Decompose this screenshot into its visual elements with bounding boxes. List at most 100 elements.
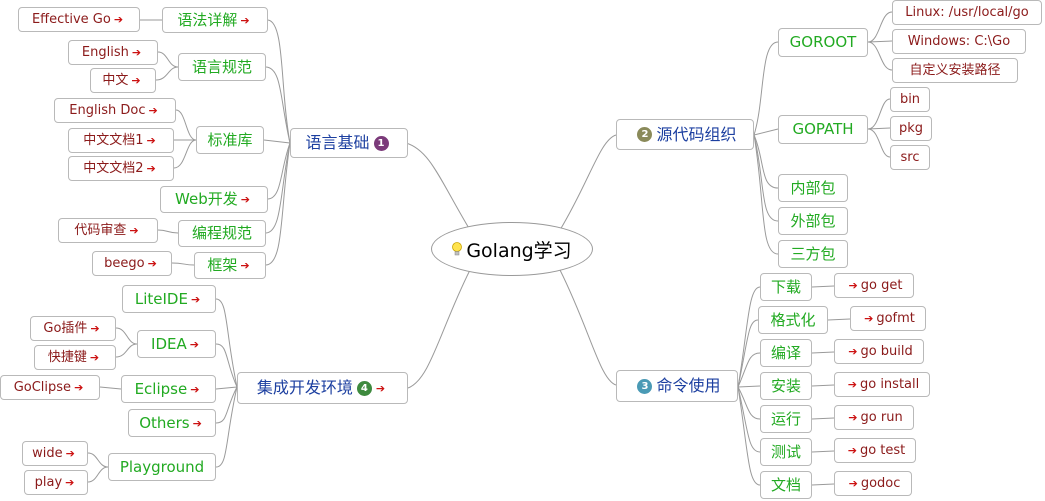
branch-ide[interactable]: 集成开发环境 4➔: [237, 372, 408, 404]
leaf-label: go test: [859, 443, 906, 458]
branch-ide-label: 集成开发环境: [256, 378, 353, 397]
leaf-beego[interactable]: beego➔: [92, 251, 172, 276]
subtopic-spec[interactable]: 语言规范: [178, 53, 266, 81]
leaf-label: beego: [104, 256, 145, 271]
leaf-label: go run: [860, 410, 903, 425]
subtopic-run[interactable]: 运行: [760, 405, 812, 433]
leaf-go-run[interactable]: ➔go run: [834, 405, 914, 430]
leaf-chinese-doc-2[interactable]: 中文文档2➔: [68, 156, 174, 181]
subtopic-label: 语言规范: [191, 57, 252, 76]
leaf-custom-install-path[interactable]: 自定义安装路径: [892, 58, 1018, 83]
leaf-goroot-linux[interactable]: Linux: /usr/local/go: [892, 0, 1042, 25]
numbered-circle-icon: 1: [373, 135, 389, 151]
subtopic-label: Eclipse: [134, 379, 188, 398]
leaf-go-test[interactable]: ➔go test: [834, 438, 916, 463]
arrow-right-icon: ➔: [189, 337, 199, 351]
root-topic[interactable]: Golang学习: [431, 222, 593, 276]
branch-basics[interactable]: 语言基础 1: [290, 128, 408, 158]
subtopic-playground[interactable]: Playground: [108, 453, 216, 481]
branch-source[interactable]: 2 源代码组织: [616, 119, 754, 150]
branch-source-label: 源代码组织: [656, 124, 737, 144]
leaf-go-install[interactable]: ➔go install: [834, 372, 930, 397]
subtopic-label: GOROOT: [789, 33, 857, 51]
subtopic-eclipse[interactable]: Eclipse➔: [121, 375, 216, 403]
leaf-label: English Doc: [69, 103, 146, 118]
arrow-right-icon: ➔: [847, 378, 857, 391]
leaf-label: 中文文档2: [83, 161, 144, 176]
leaf-label: play: [34, 475, 63, 490]
subtopic-test[interactable]: 测试: [760, 438, 812, 466]
subtopic-label: 编译: [770, 343, 801, 362]
arrow-right-icon: ➔: [65, 447, 75, 460]
subtopic-label: LiteIDE: [134, 289, 188, 308]
leaf-go-get[interactable]: ➔go get: [834, 273, 914, 298]
subtopic-external-pkg[interactable]: 外部包: [778, 207, 848, 235]
leaf-pkg[interactable]: pkg: [890, 116, 932, 141]
subtopic-label: Web开发: [175, 190, 238, 208]
leaf-label: 中文: [102, 73, 129, 88]
subtopic-web[interactable]: Web开发➔: [160, 186, 268, 213]
leaf-shortcuts[interactable]: 快捷键➔: [34, 345, 116, 370]
leaf-src[interactable]: src: [890, 145, 930, 170]
leaf-effective-go[interactable]: Effective Go➔: [18, 7, 140, 32]
numbered-circle-icon: 4: [356, 380, 372, 396]
leaf-go-build[interactable]: ➔go build: [834, 339, 924, 364]
subtopic-internal-pkg[interactable]: 内部包: [778, 174, 848, 202]
leaf-godoc[interactable]: ➔godoc: [834, 471, 912, 496]
subtopic-stdlib[interactable]: 标准库: [196, 126, 264, 154]
leaf-english-doc[interactable]: English Doc➔: [54, 98, 176, 123]
arrow-right-icon: ➔: [65, 476, 75, 489]
leaf-label: go get: [860, 278, 903, 293]
leaf-wide[interactable]: wide➔: [22, 441, 88, 466]
leaf-chinese[interactable]: 中文➔: [90, 68, 156, 93]
subtopic-style[interactable]: 编程规范: [178, 220, 266, 247]
leaf-goclipse[interactable]: GoClipse➔: [0, 375, 100, 400]
subtopic-thirdparty-pkg[interactable]: 三方包: [778, 240, 848, 268]
subtopic-framework[interactable]: 框架➔: [194, 252, 266, 279]
arrow-right-icon: ➔: [148, 104, 158, 117]
arrow-right-icon: ➔: [848, 279, 858, 292]
leaf-goroot-windows[interactable]: Windows: C:\Go: [892, 29, 1026, 54]
arrow-right-icon: ➔: [848, 477, 858, 490]
leaf-bin[interactable]: bin: [890, 87, 930, 112]
arrow-right-icon: ➔: [848, 411, 858, 424]
subtopic-label: 安装: [770, 376, 801, 395]
subtopic-compile[interactable]: 编译: [760, 339, 812, 367]
branch-commands[interactable]: 3 命令使用: [616, 370, 738, 402]
arrow-right-icon: ➔: [147, 257, 157, 270]
subtopic-label: 编程规范: [191, 224, 252, 242]
leaf-code-review[interactable]: 代码审查➔: [58, 218, 158, 243]
subtopic-syntax[interactable]: 语法详解➔: [162, 7, 268, 33]
leaf-english[interactable]: English➔: [68, 40, 158, 65]
arrow-right-icon: ➔: [848, 345, 858, 358]
subtopic-idea[interactable]: IDEA➔: [137, 330, 216, 358]
subtopic-format[interactable]: 格式化: [758, 306, 828, 334]
subtopic-gopath[interactable]: GOPATH: [778, 115, 868, 144]
leaf-label: bin: [899, 92, 921, 107]
arrow-right-icon: ➔: [129, 224, 139, 237]
leaf-gofmt[interactable]: ➔gofmt: [850, 306, 926, 331]
leaf-chinese-doc-1[interactable]: 中文文档1➔: [68, 128, 174, 153]
subtopic-install[interactable]: 安装: [760, 372, 812, 400]
subtopic-liteide[interactable]: LiteIDE➔: [122, 285, 216, 313]
subtopic-label: 下载: [770, 277, 801, 296]
subtopic-label: GOPATH: [792, 120, 854, 138]
leaf-label: gofmt: [876, 311, 915, 326]
arrow-right-icon: ➔: [240, 193, 250, 206]
leaf-label: 快捷键: [47, 350, 87, 365]
numbered-circle-icon: 3: [637, 378, 653, 394]
subtopic-others[interactable]: Others➔: [128, 409, 216, 437]
leaf-label: go install: [859, 377, 920, 392]
leaf-label: GoClipse: [13, 380, 72, 395]
subtopic-goroot[interactable]: GOROOT: [778, 28, 868, 57]
subtopic-label: 格式化: [770, 310, 816, 329]
subtopic-doc[interactable]: 文档: [760, 471, 812, 499]
arrow-right-icon: ➔: [240, 259, 250, 272]
leaf-play[interactable]: play➔: [24, 470, 88, 495]
arrow-right-icon: ➔: [74, 381, 84, 394]
subtopic-label: 运行: [770, 409, 801, 428]
arrow-right-icon: ➔: [847, 444, 857, 457]
leaf-label: Go插件: [43, 321, 88, 336]
leaf-go-plugin[interactable]: Go插件➔: [30, 316, 116, 341]
subtopic-download[interactable]: 下载: [760, 273, 812, 301]
